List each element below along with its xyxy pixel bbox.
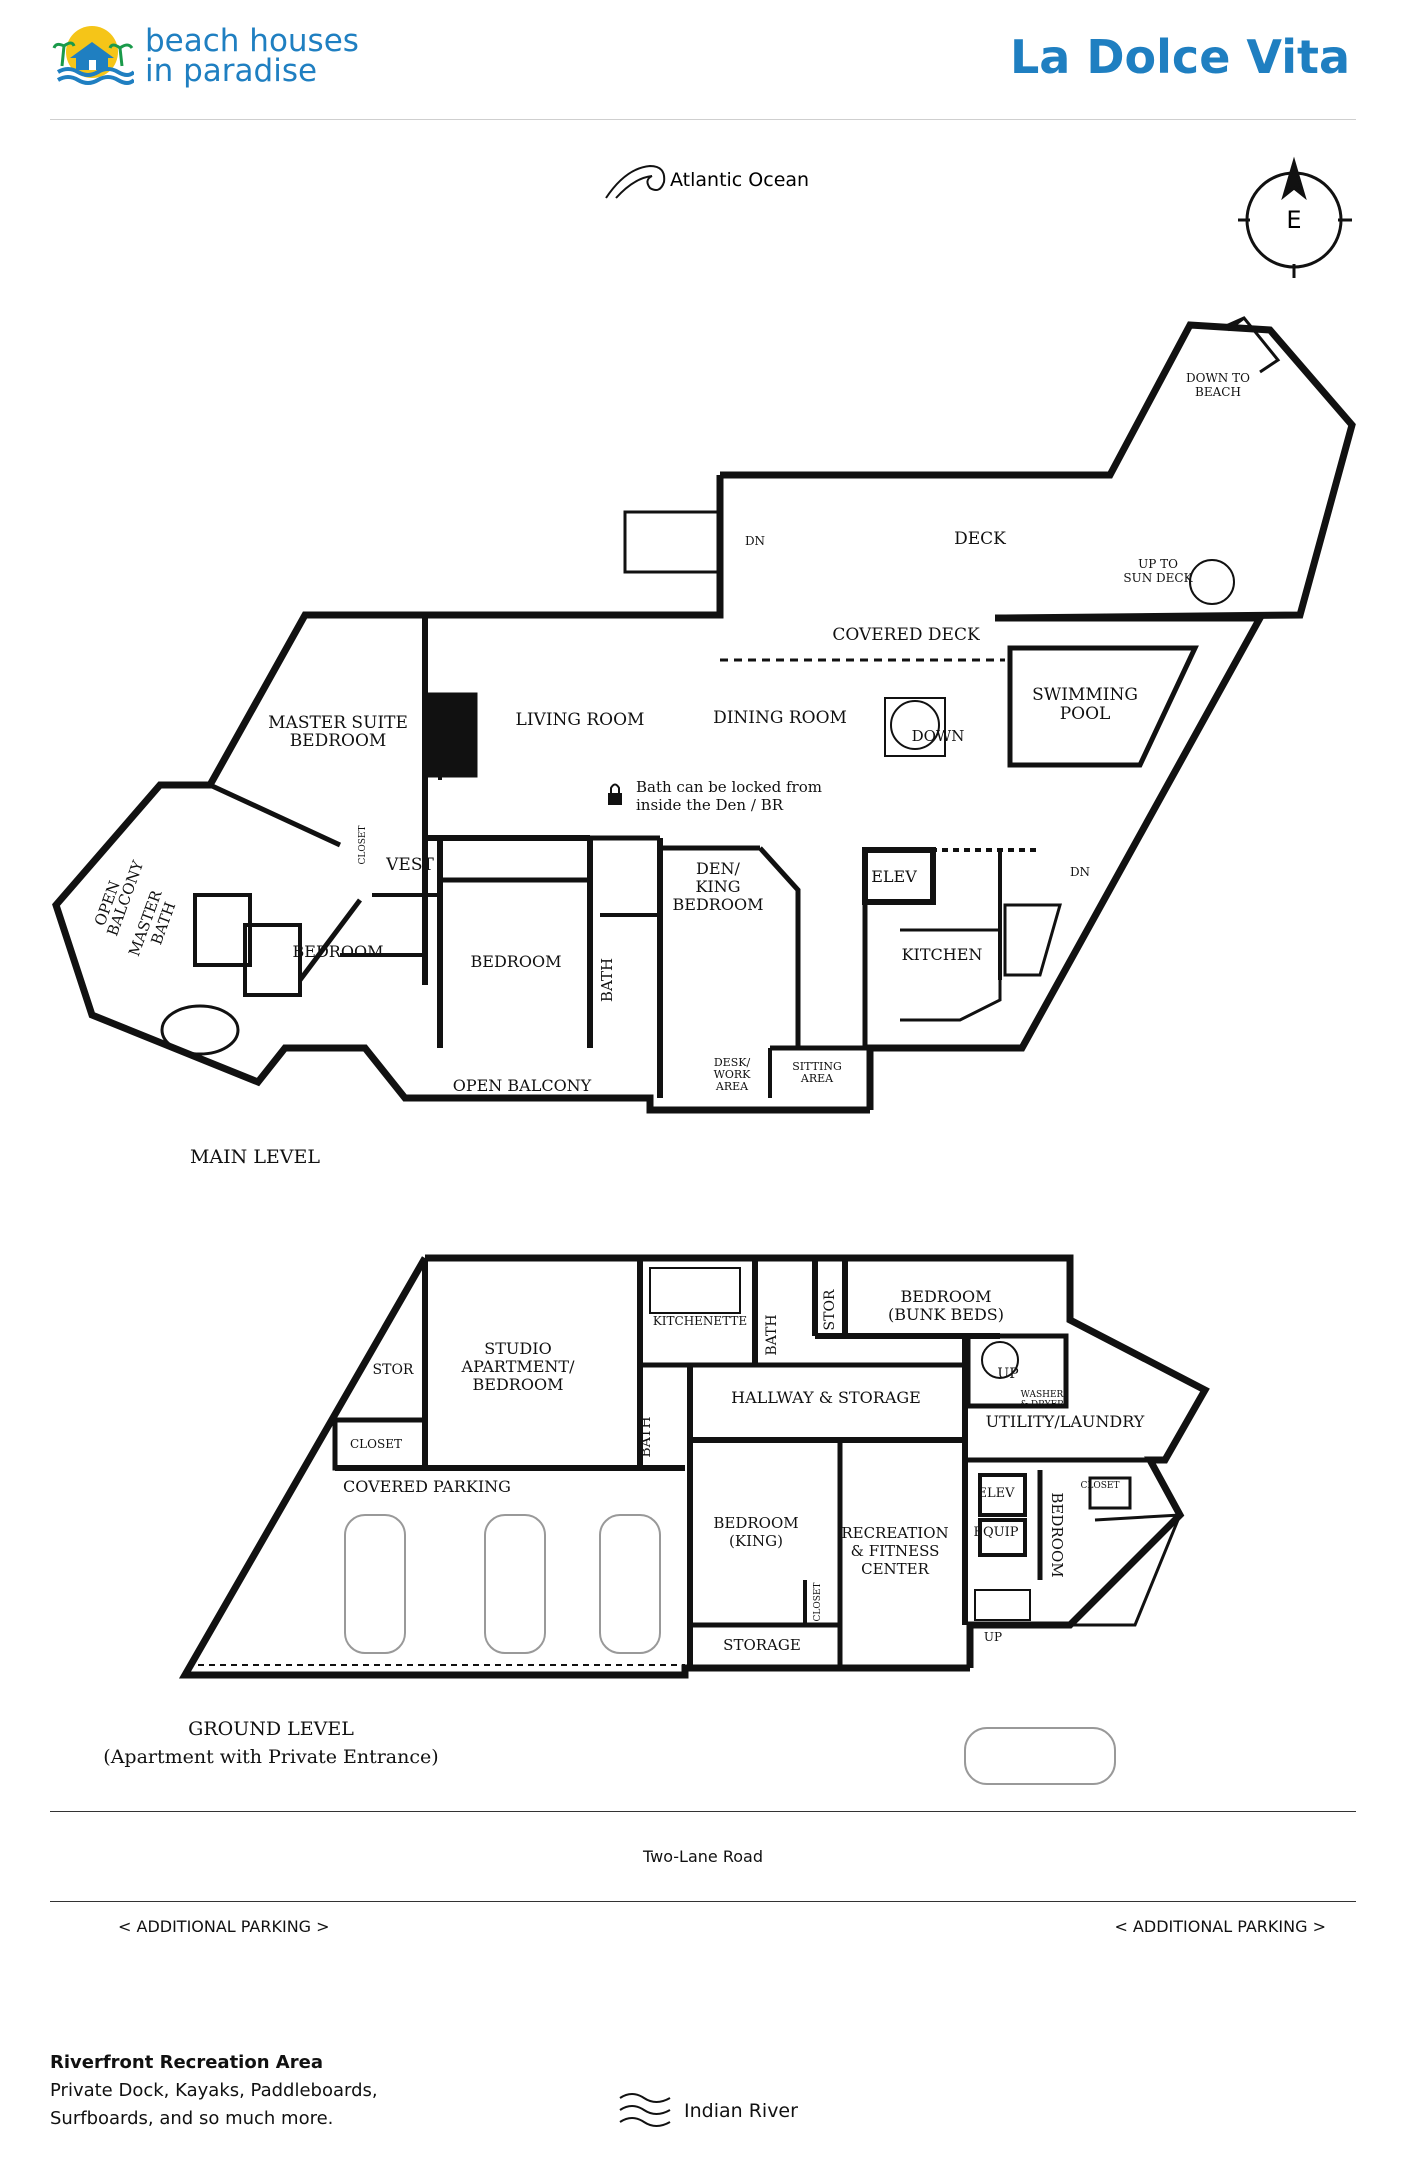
brand-line-2: in paradise bbox=[145, 53, 318, 89]
label-closet-ground-2: CLOSET bbox=[1081, 1481, 1120, 1491]
label-equip: EQUIP bbox=[974, 1525, 1019, 1540]
label-stor-ground-2: STOR bbox=[373, 1362, 414, 1378]
label-bath-main: BATH bbox=[598, 958, 616, 1002]
lock-note-2: inside the Den / BR bbox=[636, 796, 784, 814]
ocean-label: Atlantic Ocean bbox=[670, 169, 809, 191]
main-level-walls bbox=[52, 316, 1356, 1114]
label-swimming-pool-1: SWIMMING bbox=[1032, 685, 1138, 705]
ground-level-walls bbox=[178, 1254, 1210, 1785]
label-king-1: BEDROOM bbox=[713, 1514, 798, 1532]
ground-level-labels: KITCHENETTE BATH STOR BEDROOM (BUNK BEDS… bbox=[103, 1287, 1144, 1768]
label-bunk-2: (BUNK BEDS) bbox=[888, 1305, 1004, 1324]
lock-icon bbox=[608, 783, 622, 805]
label-elev-ground: ELEV bbox=[977, 1486, 1015, 1501]
label-closet-ground: CLOSET bbox=[350, 1437, 402, 1451]
lock-note-1: Bath can be locked from bbox=[636, 778, 822, 796]
label-studio-1: STUDIO bbox=[484, 1339, 551, 1358]
additional-parking-left: < ADDITIONAL PARKING > bbox=[118, 1917, 330, 1936]
label-rec-3: CENTER bbox=[861, 1560, 930, 1578]
label-up-to-sun-deck-2: SUN DECK bbox=[1123, 571, 1193, 585]
additional-parking-right: < ADDITIONAL PARKING > bbox=[1114, 1917, 1326, 1936]
label-elev-main: ELEV bbox=[871, 867, 917, 886]
compass-letter: E bbox=[1286, 206, 1301, 234]
label-studio-3: BEDROOM bbox=[473, 1375, 564, 1394]
label-bedroom: BEDROOM bbox=[471, 952, 562, 971]
riverfront-line-1: Private Dock, Kayaks, Paddleboards, bbox=[50, 2080, 378, 2101]
label-sitting-1: SITTING bbox=[792, 1060, 842, 1073]
riverfront-line-2: Surfboards, and so much more. bbox=[50, 2108, 334, 2129]
label-desk-1: DESK/ bbox=[714, 1056, 751, 1069]
label-rec-2: & FITNESS bbox=[851, 1542, 940, 1560]
label-den-1: DEN/ bbox=[696, 859, 741, 878]
label-deck: DECK bbox=[954, 529, 1006, 549]
label-sitting-2: AREA bbox=[800, 1072, 834, 1085]
beach-house-logo-icon bbox=[52, 26, 136, 85]
label-closet-ground-3: CLOSET bbox=[813, 1583, 823, 1622]
label-washer-1: WASHER bbox=[1021, 1390, 1064, 1400]
ground-level-label-1: GROUND LEVEL bbox=[188, 1718, 354, 1740]
label-desk-3: AREA bbox=[715, 1080, 749, 1093]
label-swimming-pool-2: POOL bbox=[1060, 704, 1111, 724]
logo[interactable] bbox=[50, 22, 136, 88]
label-storage: STORAGE bbox=[723, 1636, 801, 1654]
riverfront-title: Riverfront Recreation Area bbox=[50, 2052, 323, 2073]
label-desk-2: WORK bbox=[714, 1068, 752, 1081]
label-king-2: (KING) bbox=[729, 1532, 783, 1550]
label-down-to-beach-1: DOWN TO bbox=[1186, 371, 1250, 385]
river-label: Indian River bbox=[684, 2100, 798, 2122]
label-covered-deck: COVERED DECK bbox=[832, 625, 980, 645]
label-washer-2: & DRYER bbox=[1020, 1400, 1064, 1410]
label-up-spiral: UP bbox=[997, 1366, 1018, 1382]
label-down: DOWN bbox=[912, 727, 965, 745]
label-bedroom-small: BEDROOM bbox=[293, 942, 384, 961]
label-bath-ground-2: BATH bbox=[638, 1416, 654, 1457]
brand-name: beach houses in paradise bbox=[145, 23, 359, 89]
road-bottom-line bbox=[50, 1901, 1356, 1902]
label-master-suite-1: MASTER SUITE bbox=[268, 713, 408, 733]
label-master-suite-2: BEDROOM bbox=[290, 731, 387, 751]
label-studio-2: APARTMENT/ bbox=[461, 1357, 576, 1376]
label-up-to-sun-deck-1: UP TO bbox=[1138, 557, 1178, 571]
label-living-room: LIVING ROOM bbox=[516, 710, 645, 730]
label-open-balcony: OPEN BALCONY bbox=[453, 1076, 592, 1095]
main-level-labels: DOWN TO BEACH DECK DN UP TO SUN DECK COV… bbox=[91, 371, 1250, 1168]
label-dn-right: DN bbox=[1070, 865, 1090, 879]
label-dining-room: DINING ROOM bbox=[713, 708, 847, 728]
main-level-label: MAIN LEVEL bbox=[190, 1146, 320, 1168]
river-waves-icon bbox=[618, 2090, 674, 2130]
road-label: Two-Lane Road bbox=[642, 1847, 763, 1866]
label-dn-left: DN bbox=[745, 534, 765, 548]
property-title: La Dolce Vita bbox=[1010, 30, 1350, 84]
brand-line-1: beach houses bbox=[145, 23, 359, 59]
label-stor-ground-1: STOR bbox=[822, 1289, 838, 1330]
road-top-line bbox=[50, 1811, 1356, 1812]
label-up-stair: UP bbox=[984, 1630, 1002, 1644]
label-vest: VEST bbox=[385, 855, 434, 875]
label-closet-main: CLOSET bbox=[358, 826, 368, 865]
label-den-2: KING bbox=[695, 877, 740, 896]
label-bath-ground-1: BATH bbox=[764, 1314, 780, 1355]
label-utility: UTILITY/LAUNDRY bbox=[986, 1412, 1145, 1431]
label-rec-1: RECREATION bbox=[841, 1524, 948, 1542]
label-down-to-beach-2: BEACH bbox=[1195, 385, 1241, 399]
wave-icon bbox=[605, 164, 666, 199]
ground-level-label-2: (Apartment with Private Entrance) bbox=[103, 1746, 438, 1768]
label-kitchen: KITCHEN bbox=[902, 945, 983, 964]
label-hallway: HALLWAY & STORAGE bbox=[731, 1388, 921, 1407]
label-bunk-1: BEDROOM bbox=[901, 1287, 992, 1306]
label-bedroom-vertical: BEDROOM bbox=[1048, 1492, 1066, 1577]
label-covered-parking: COVERED PARKING bbox=[343, 1477, 511, 1496]
label-kitchenette: KITCHENETTE bbox=[653, 1314, 747, 1328]
label-den-3: BEDROOM bbox=[673, 895, 764, 914]
compass-icon bbox=[1238, 156, 1352, 278]
header-divider bbox=[50, 119, 1356, 120]
